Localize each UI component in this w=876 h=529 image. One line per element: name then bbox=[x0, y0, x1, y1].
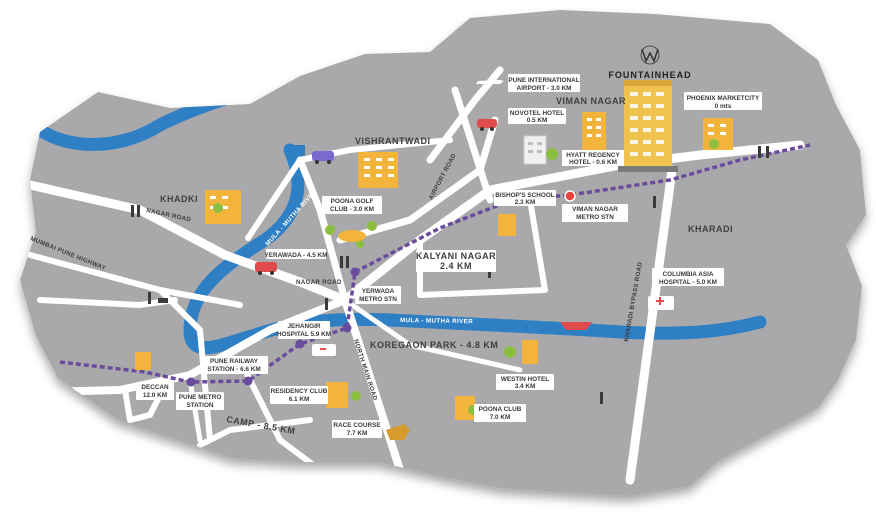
label-novotel-2: 0.5 KM bbox=[527, 117, 548, 124]
road-label-nagar-road-2: NAGAR ROAD bbox=[296, 279, 342, 286]
label-pune-railway-2: STATION - 6.6 KM bbox=[207, 366, 260, 373]
dog-walker-icon bbox=[148, 292, 168, 304]
label-columbia-1: COLUMBIA ASIA bbox=[662, 271, 713, 278]
boat-icon bbox=[560, 322, 592, 330]
label-poona-club-2: 7.0 KM bbox=[490, 414, 511, 421]
building-icon bbox=[582, 112, 606, 152]
label-boxes bbox=[136, 74, 762, 438]
river-label-mula-mutha-2: MULA - MUTHA RIVER bbox=[400, 317, 473, 325]
area-koregaon-park: KOREGAON PARK - 4.8 KM bbox=[370, 340, 498, 350]
label-airport-2: AIRPORT - 3.0 KM bbox=[516, 85, 571, 92]
label-poona-golf-1: POONA GOLF bbox=[331, 198, 374, 205]
label-phoenix-1: PHOENIX MARKETCITY bbox=[687, 95, 760, 102]
metro-station-icon bbox=[350, 267, 360, 277]
label-jehangir-2: HOSPITAL 5.9 KM bbox=[277, 331, 331, 338]
label-phoenix-2: 0 mts bbox=[715, 103, 732, 110]
road-network bbox=[25, 66, 805, 485]
airplane-icon bbox=[476, 74, 504, 84]
label-yerawada: YERAWADA - 4.5 KM bbox=[265, 252, 328, 259]
area-khadki: KHADKI bbox=[160, 194, 198, 204]
label-columbia-2: HOSPITAL - 5.0 KM bbox=[659, 279, 717, 286]
fountainhead-logo-icon bbox=[640, 45, 660, 65]
label-race-course-1: RACE COURSE bbox=[333, 422, 381, 429]
label-yerwada-metro-2: METRO STN bbox=[359, 296, 397, 303]
area-kalyani-nagar-distance: 2.4 KM bbox=[440, 261, 472, 271]
building-icon bbox=[358, 152, 398, 188]
label-residency-2: 6.1 KM bbox=[289, 396, 310, 403]
label-hyatt-2: HOTEL - 0.6 KM bbox=[569, 159, 617, 166]
label-viman-metro-2: METRO STN bbox=[576, 214, 614, 221]
golf-sand-icon bbox=[338, 230, 366, 242]
label-novotel-1: NOVOTEL HOTEL bbox=[510, 110, 564, 117]
building-icon bbox=[522, 340, 538, 364]
area-viman-nagar: VIMAN NAGAR bbox=[556, 96, 626, 106]
label-deccan-1: DECCAN bbox=[141, 384, 169, 391]
label-bishops-2: 2.3 KM bbox=[515, 199, 536, 206]
label-deccan-2: 12.0 KM bbox=[143, 392, 167, 399]
building-icon bbox=[523, 135, 547, 165]
building-icon bbox=[326, 382, 348, 408]
building-icon bbox=[498, 214, 516, 236]
label-yerwada-metro-1: YERWADA bbox=[362, 288, 395, 295]
label-westin-1: WESTIN HOTEL bbox=[501, 376, 549, 383]
area-kalyani-nagar-name: KALYANI NAGAR bbox=[416, 251, 496, 261]
brand-name: FOUNTAINHEAD bbox=[608, 70, 691, 80]
car-icon bbox=[312, 151, 334, 164]
label-poona-golf-2: CLUB - 3.0 KM bbox=[330, 206, 374, 213]
fountainhead-tower-icon bbox=[618, 80, 678, 172]
tree-icon bbox=[213, 139, 719, 415]
metro-station-icon bbox=[342, 323, 352, 333]
ambulance-icon bbox=[648, 296, 674, 310]
label-airport-1: PUNE INTERNATIONAL bbox=[508, 77, 579, 84]
label-pune-metro-2: STATION bbox=[186, 402, 213, 409]
label-race-course-2: 7.7 KM bbox=[347, 430, 368, 437]
metro-station-icon bbox=[186, 377, 196, 387]
metro-station-icon bbox=[295, 339, 305, 349]
car-icon bbox=[477, 119, 497, 131]
label-jehangir-1: JEHANGIR bbox=[287, 323, 320, 330]
label-pune-metro-1: PUNE METRO bbox=[179, 394, 222, 401]
building-icon bbox=[135, 352, 151, 370]
label-bishops-1: BISHOP'S SCHOOL bbox=[495, 192, 554, 199]
building-icon bbox=[205, 190, 241, 224]
car-icon bbox=[255, 262, 277, 275]
metro-station-icon bbox=[243, 376, 253, 386]
label-westin-2: 3.4 KM bbox=[515, 383, 536, 390]
label-hyatt-1: HYATT REGENCY bbox=[566, 152, 620, 159]
label-residency-1: RESIDENCY CLUB bbox=[271, 388, 328, 395]
area-vishrantwadi: VISHRANTWADI bbox=[355, 136, 431, 146]
area-kharadi: KHARADI bbox=[688, 224, 733, 234]
label-viman-metro-1: VIMAN NAGAR bbox=[572, 206, 618, 213]
ambulance-icon bbox=[312, 344, 336, 356]
metro-station-icon bbox=[564, 190, 576, 202]
horse-rider-icon bbox=[386, 424, 410, 440]
label-poona-club-1: POONA CLUB bbox=[479, 406, 522, 413]
label-pune-railway-1: PUNE RAILWAY bbox=[210, 358, 259, 365]
